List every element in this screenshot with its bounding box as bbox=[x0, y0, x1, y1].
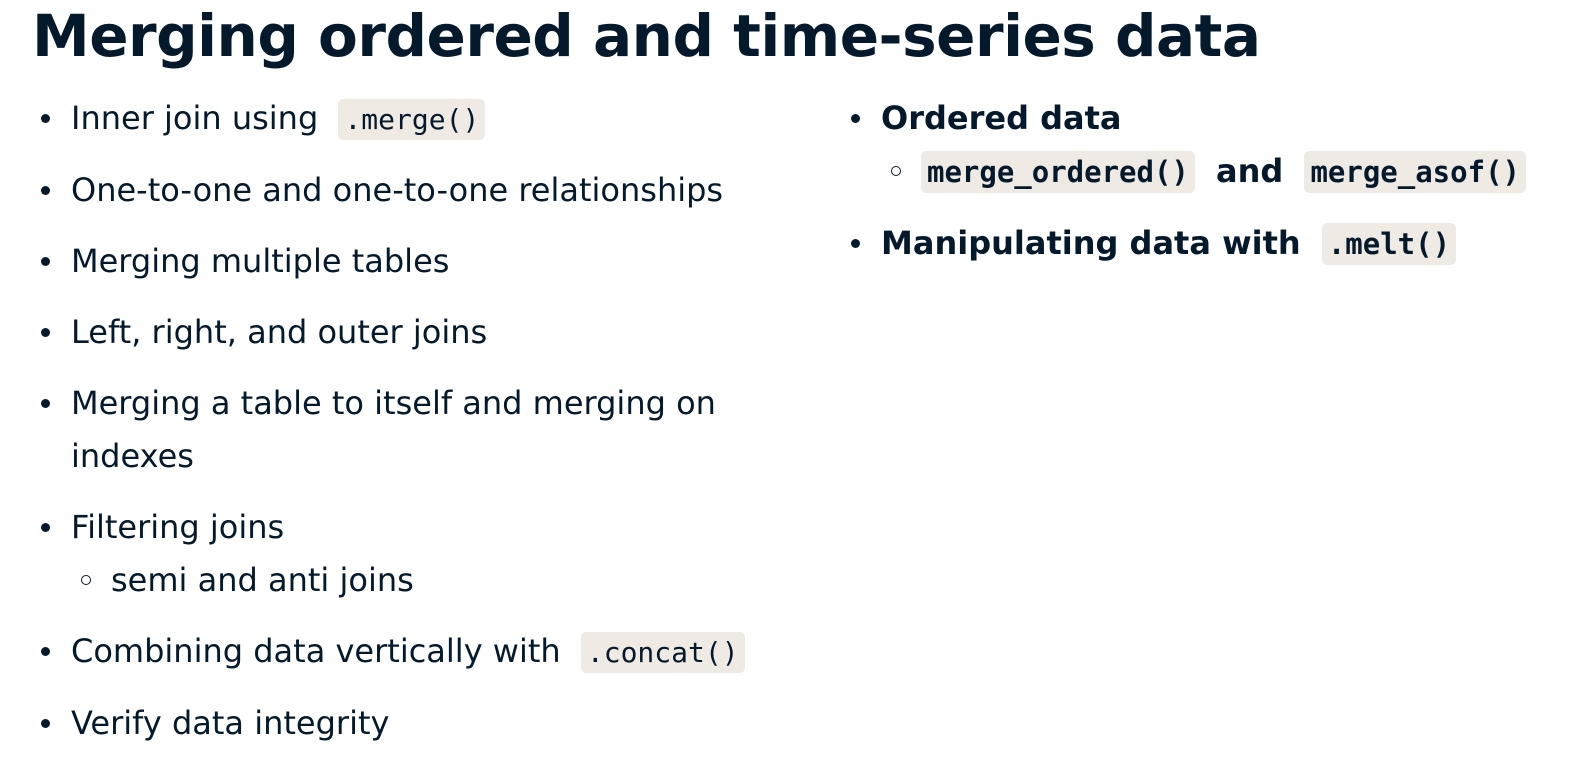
list-item: Merging multiple tables bbox=[36, 235, 816, 288]
list-item-text: Merging a table to itself and merging on… bbox=[71, 384, 716, 475]
list-item-text: One-to-one and one-to-one relationships bbox=[71, 171, 724, 209]
left-column: Inner join using .merge() One-to-one and… bbox=[36, 92, 816, 768]
right-bullet-list: Ordered data merge_ordered() and merge_a… bbox=[846, 92, 1566, 271]
list-item-text: Merging multiple tables bbox=[71, 242, 450, 280]
joiner-text: and bbox=[1216, 152, 1284, 190]
list-item: One-to-one and one-to-one relationships bbox=[36, 164, 816, 217]
sub-list-item: semi and anti joins bbox=[71, 554, 816, 607]
list-item: Manipulating data with .melt() bbox=[846, 217, 1566, 271]
sub-list-item: merge_ordered() and merge_asof() bbox=[881, 145, 1566, 199]
list-item: Combining data vertically with .concat() bbox=[36, 625, 816, 679]
list-item-text: Combining data vertically with bbox=[71, 632, 561, 670]
code-snippet: merge_ordered() bbox=[921, 151, 1195, 193]
list-item: Filtering joins semi and anti joins bbox=[36, 501, 816, 607]
sub-list: semi and anti joins bbox=[71, 554, 816, 607]
list-item-text: Manipulating data with bbox=[881, 224, 1301, 262]
list-item: Verify data integrity bbox=[36, 697, 816, 750]
left-bullet-list: Inner join using .merge() One-to-one and… bbox=[36, 92, 816, 750]
code-snippet: .concat() bbox=[580, 632, 745, 673]
list-item-text: Inner join using bbox=[71, 99, 319, 137]
list-item: Merging a table to itself and merging on… bbox=[36, 377, 783, 483]
list-item-text: Ordered data bbox=[881, 99, 1122, 137]
list-item: Ordered data merge_ordered() and merge_a… bbox=[846, 92, 1566, 199]
list-item-text: Verify data integrity bbox=[71, 704, 390, 742]
code-snippet: .merge() bbox=[338, 99, 486, 140]
list-item: Left, right, and outer joins bbox=[36, 306, 816, 359]
right-column: Ordered data merge_ordered() and merge_a… bbox=[846, 92, 1566, 289]
sub-list: merge_ordered() and merge_asof() bbox=[881, 145, 1566, 199]
code-snippet: merge_asof() bbox=[1304, 151, 1526, 193]
list-item: Inner join using .merge() bbox=[36, 92, 816, 146]
list-item-text: Left, right, and outer joins bbox=[71, 313, 488, 351]
list-item-text: Filtering joins bbox=[71, 508, 285, 546]
page-title: Merging ordered and time-series data bbox=[32, 2, 1261, 70]
code-snippet: .melt() bbox=[1321, 223, 1457, 265]
